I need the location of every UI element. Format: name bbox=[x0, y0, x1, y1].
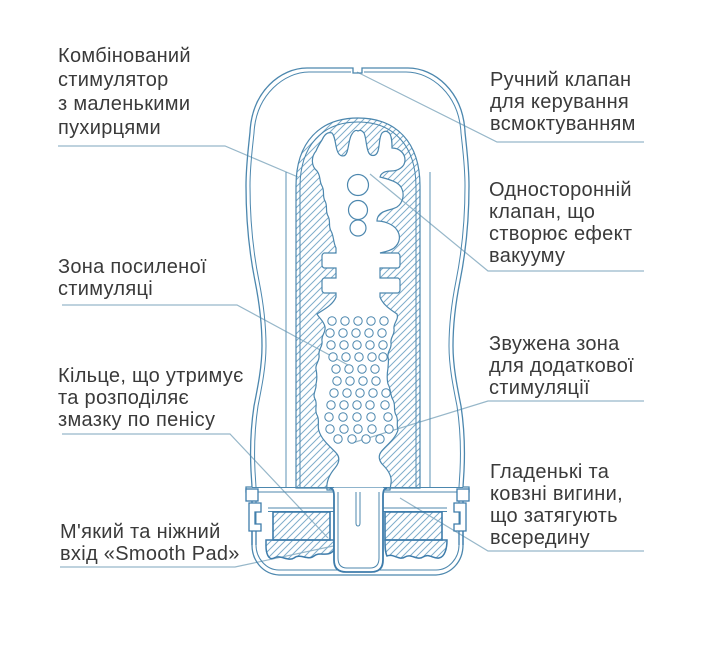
lube-ring-right bbox=[384, 511, 443, 541]
valve-hole-bottom bbox=[349, 219, 367, 237]
entry-channel-outline bbox=[329, 487, 388, 573]
label-intense-zone: Зона посиленої стимуляці bbox=[58, 256, 207, 300]
entry-slit bbox=[355, 492, 361, 527]
valve-holes bbox=[346, 173, 370, 237]
pad-right bbox=[384, 539, 448, 559]
entry-channel bbox=[329, 487, 388, 573]
clip-left-hook bbox=[248, 502, 262, 532]
shell-outer-contour bbox=[245, 67, 470, 576]
label-manual-valve: Ручний клапан для керування всмоктування… bbox=[490, 69, 636, 135]
leader-combined-stimulator bbox=[58, 145, 299, 178]
clip-left-top bbox=[245, 488, 259, 502]
stimulation-dots bbox=[324, 316, 394, 444]
sleeve-inner-edge bbox=[299, 121, 417, 488]
label-smooth-curves: Гладенькі та ковзні вигини, що затягують… bbox=[490, 461, 623, 549]
clip-right-stem bbox=[458, 531, 464, 545]
label-ring: Кільце, що утримує та розподіляє змазку … bbox=[58, 365, 244, 431]
entry-channel-inner-edge bbox=[337, 492, 380, 569]
shell-inner-contour bbox=[249, 71, 466, 571]
clip-right-hook bbox=[453, 502, 467, 532]
clip-left-stem bbox=[251, 531, 257, 545]
label-smooth-pad: М'який та ніжний вхід «Smooth Pad» bbox=[60, 521, 240, 565]
base-assembly bbox=[245, 487, 470, 573]
clip-right-top bbox=[456, 488, 470, 502]
inner-cylinder-walls bbox=[285, 172, 431, 487]
label-narrow-zone: Звужена зона для додаткової стимуляції bbox=[489, 333, 634, 399]
shell-clips bbox=[245, 488, 470, 545]
inner-sleeve bbox=[295, 117, 421, 491]
leader-manual-valve bbox=[356, 71, 644, 143]
valve-hole-middle bbox=[347, 199, 369, 221]
lube-ring-left bbox=[272, 511, 331, 541]
label-combined-stimulator: Комбінований стимулятор з маленькими пух… bbox=[58, 45, 191, 139]
leader-ring bbox=[62, 433, 329, 539]
label-one-way-valve: Односторонній клапан, що створює ефект в… bbox=[489, 179, 633, 267]
valve-hole-top bbox=[346, 173, 370, 197]
sleeve-hatched-body bbox=[295, 117, 421, 491]
pad-left bbox=[265, 539, 335, 560]
outer-shell bbox=[245, 67, 470, 576]
